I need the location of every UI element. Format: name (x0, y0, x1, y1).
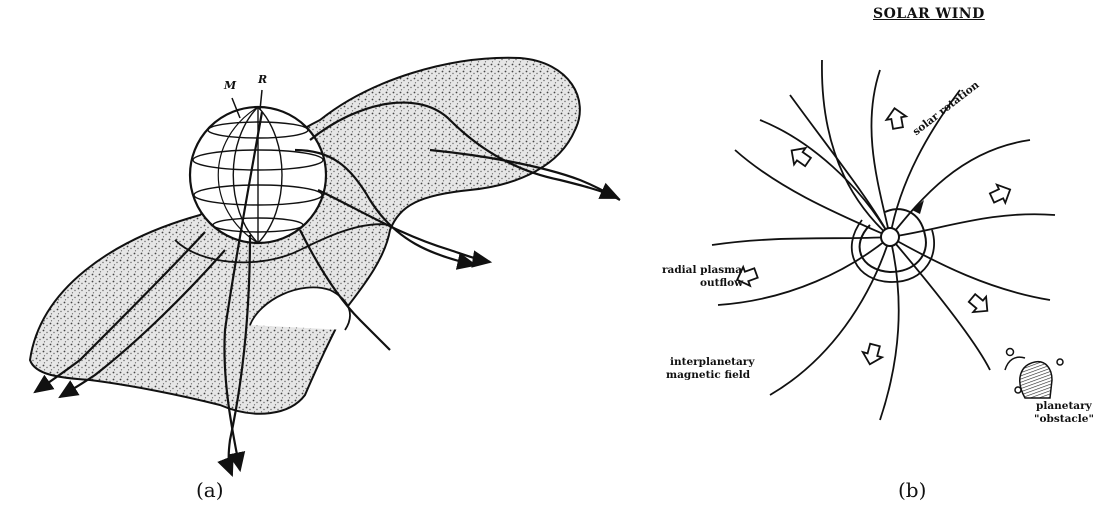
obstacle-label-line2: "obstacle" (1034, 413, 1094, 425)
pole-label-m: M (224, 79, 236, 92)
radial-outflow-label-line1: radial plasma (662, 264, 742, 276)
imf-label-line2: magnetic field (666, 369, 750, 381)
figure-title: SOLAR WIND (873, 6, 985, 22)
obstacle-label-line1: planetary (1036, 400, 1092, 412)
sun (881, 228, 899, 246)
imf-label-line1: interplanetary (670, 356, 754, 368)
planetary-obstacle (1020, 362, 1052, 398)
caption-b: (b) (898, 478, 926, 502)
panel-a-drawing (30, 58, 620, 475)
pole-label-r: R (258, 73, 267, 86)
panel-b-drawing (712, 60, 1063, 420)
caption-a: (a) (196, 478, 224, 502)
radial-outflow-label-line2: outflow (700, 277, 743, 289)
